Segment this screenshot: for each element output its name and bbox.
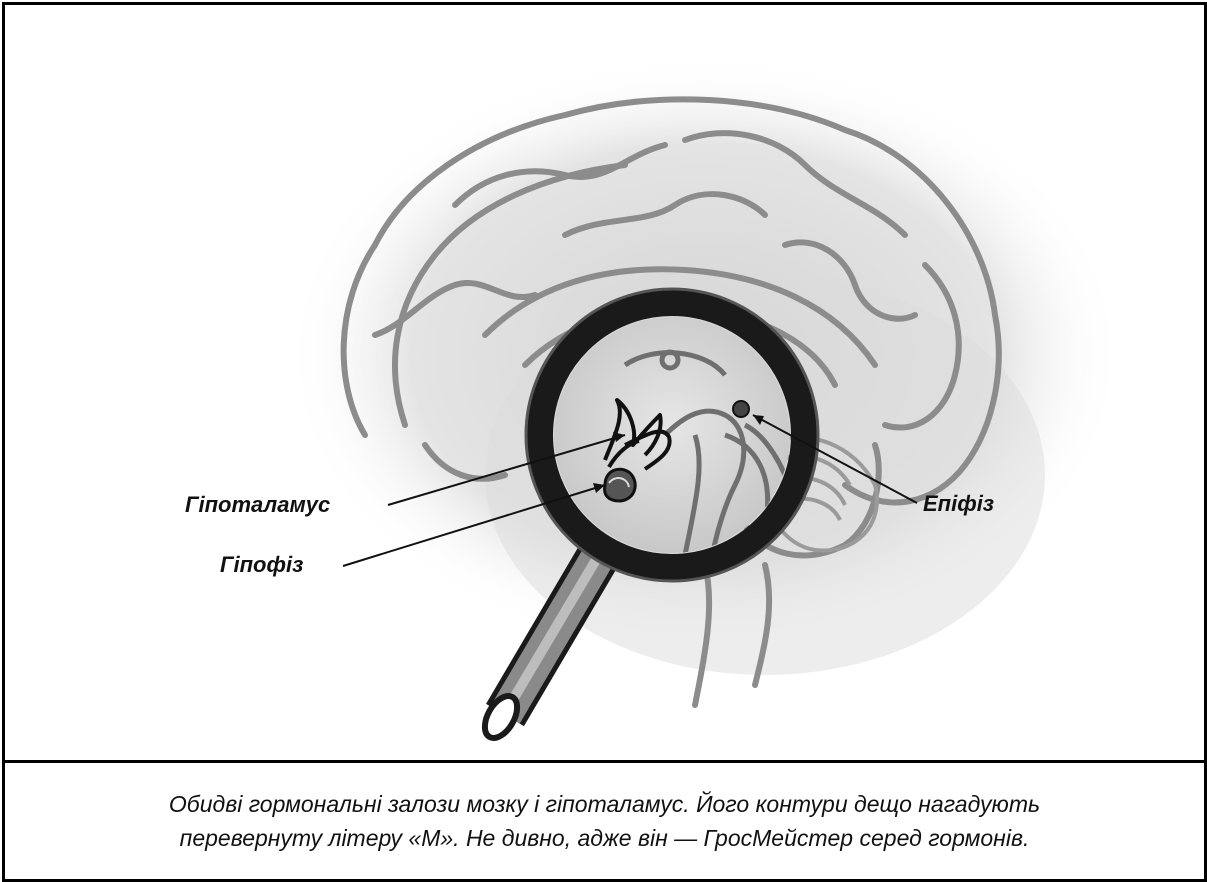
brain-drawing [5, 5, 1204, 760]
label-hypothalamus: Гіпоталамус [185, 492, 330, 518]
caption-line-1: Обидві гормональні залози мозку і гіпота… [5, 787, 1204, 821]
caption-line-2: перевернуту літеру «М». Не дивно, адже в… [5, 821, 1204, 855]
label-pituitary: Гіпофіз [220, 552, 303, 578]
figure-caption: Обидві гормональні залози мозку і гіпота… [5, 787, 1204, 855]
label-pineal: Епіфіз [923, 491, 994, 517]
pineal-gland [733, 401, 749, 417]
pituitary-shape [605, 469, 636, 501]
caption-divider [5, 760, 1204, 763]
brain-illustration: Гіпоталамус Гіпофіз Епіфіз [5, 5, 1204, 760]
